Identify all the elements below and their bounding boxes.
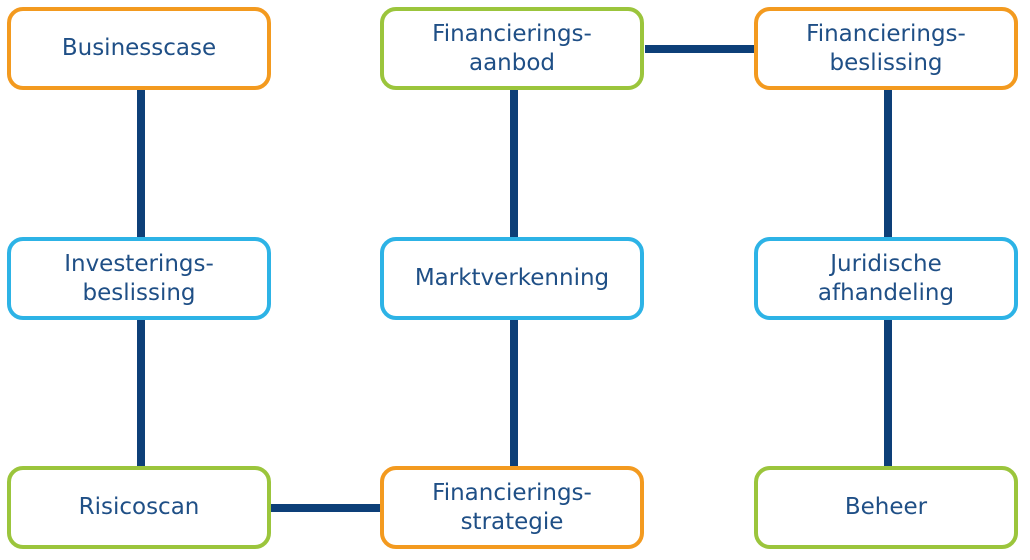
node-businesscase: Businesscase <box>7 7 271 90</box>
connector-juridische-afhandeling-beheer <box>884 320 892 470</box>
connector-risicoscan-financieringsstrategie <box>270 504 385 512</box>
node-risicoscan: Risicoscan <box>7 466 271 549</box>
node-investeringsbeslissing: Investerings- beslissing <box>7 237 271 320</box>
node-financieringsbeslissing: Financierings- beslissing <box>754 7 1018 90</box>
connector-investeringsbeslissing-risicoscan <box>137 320 145 470</box>
node-financieringsstrategie: Financierings- strategie <box>380 466 644 549</box>
node-beheer: Beheer <box>754 466 1018 549</box>
node-juridische-afhandeling: Juridische afhandeling <box>754 237 1018 320</box>
node-financieringsaanbod: Financierings- aanbod <box>380 7 644 90</box>
connector-financieringsbeslissing-juridische-afhandeling <box>884 90 892 240</box>
connector-financieringsstrategie-marktverkenning <box>510 320 518 470</box>
connector-marktverkenning-financieringsaanbod <box>510 90 518 240</box>
connector-businesscase-investeringsbeslissing <box>137 90 145 240</box>
connector-financieringsaanbod-financieringsbeslissing <box>645 45 760 53</box>
node-marktverkenning: Marktverkenning <box>380 237 644 320</box>
